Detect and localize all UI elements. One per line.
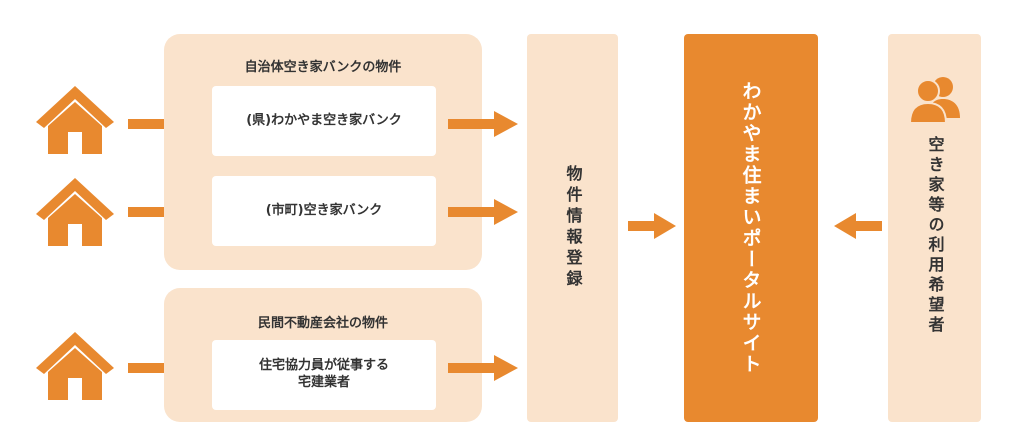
wakayama-portal-site-label: わかやま住まいポータルサイト	[739, 81, 762, 375]
arrow-right-icon	[448, 355, 518, 381]
private-properties-title: 民間不動産会社の物件	[257, 316, 388, 331]
municipal-akiya-bank-label: (市町)空き家バンク	[265, 202, 383, 218]
prospective-users-label: 空き家等の利用希望者	[925, 136, 945, 336]
arrow-left-icon	[834, 213, 882, 239]
property-registration-box: 物件情報登録	[527, 34, 618, 422]
wakayama-portal-site-box: わかやま住まいポータルサイト	[684, 34, 818, 422]
users-icon	[908, 77, 960, 124]
house-icon	[36, 178, 114, 246]
municipal-properties-title: 自治体空き家バンクの物件	[244, 60, 402, 75]
municipal-properties-panel: 自治体空き家バンクの物件 (県)わかやま空き家バンク (市町)空き家バンク	[164, 34, 482, 270]
realtor-label-line1: 住宅協力員が従事する	[258, 358, 389, 374]
prospective-users-box: 空き家等の利用希望者	[888, 34, 981, 422]
prefecture-akiya-bank-label: (県)わかやま空き家バンク	[246, 112, 402, 128]
prefecture-akiya-bank-card: (県)わかやま空き家バンク	[212, 86, 436, 156]
house-icon	[36, 332, 114, 400]
arrow-right-icon	[448, 199, 518, 225]
arrow-right-icon	[628, 213, 676, 239]
property-registration-label: 物件情報登録	[563, 165, 583, 291]
house-icon	[36, 86, 114, 154]
realtor-label-line2: 宅建業者	[297, 375, 350, 390]
municipal-akiya-bank-card: (市町)空き家バンク	[212, 176, 436, 246]
realtor-card: 住宅協力員が従事する 宅建業者	[212, 340, 436, 410]
arrow-right-icon	[448, 111, 518, 137]
private-properties-panel: 民間不動産会社の物件 住宅協力員が従事する 宅建業者	[164, 288, 482, 422]
